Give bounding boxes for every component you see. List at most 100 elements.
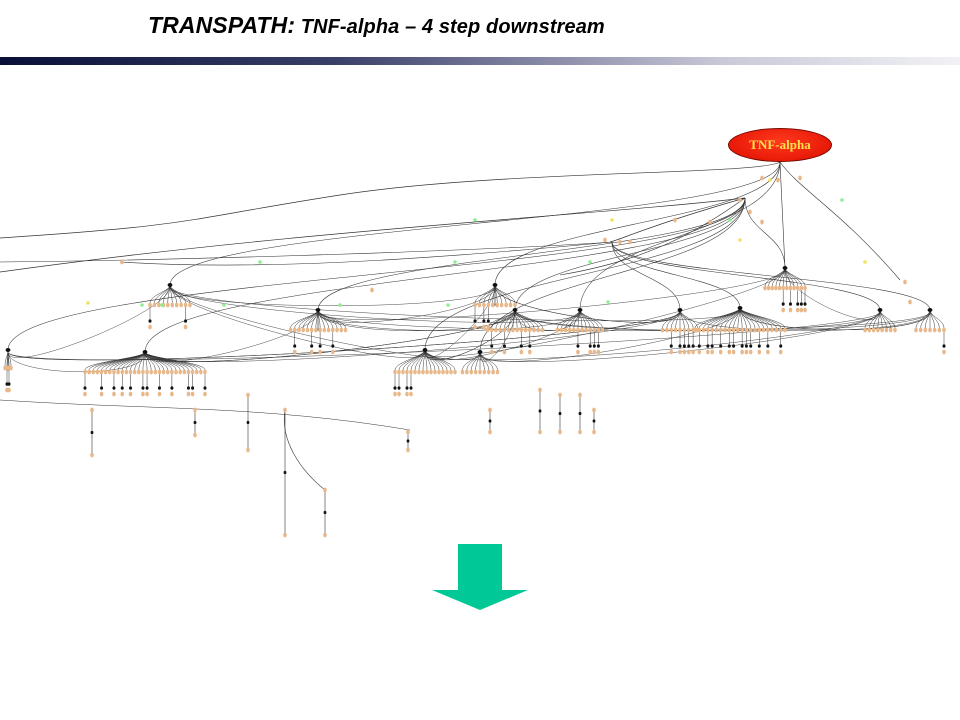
edge <box>317 311 516 331</box>
graph-node <box>760 219 764 225</box>
graph-node <box>669 327 674 333</box>
graph-node <box>515 327 519 333</box>
graph-node <box>766 285 771 291</box>
graph-node <box>393 391 397 397</box>
graph-node <box>718 349 723 355</box>
graph-node <box>578 429 582 435</box>
graph-node <box>511 327 515 333</box>
graph-node <box>429 369 433 375</box>
graph-node <box>519 349 524 355</box>
graph-node <box>293 344 297 348</box>
graph-node <box>283 407 287 413</box>
graph-node <box>405 386 409 390</box>
graph-node <box>422 348 428 352</box>
graph-node <box>592 344 596 348</box>
graph-node <box>489 349 494 355</box>
graph-node <box>669 349 674 355</box>
graph-node <box>588 327 593 333</box>
graph-node <box>596 327 601 333</box>
graph-node <box>740 327 744 333</box>
edge <box>494 161 781 286</box>
graph-node <box>482 319 486 323</box>
graph-node <box>877 308 883 312</box>
graph-node <box>112 386 116 390</box>
arrow-down-shape <box>432 544 528 610</box>
edge <box>283 409 326 491</box>
graph-node <box>482 369 487 375</box>
graph-node <box>538 387 542 393</box>
graph-node <box>918 327 923 333</box>
edge <box>7 311 881 361</box>
graph-node <box>488 407 492 413</box>
edge <box>169 286 741 321</box>
graph-node <box>157 302 161 308</box>
graph-node <box>116 369 120 375</box>
graph-node <box>152 302 157 308</box>
graph-node <box>555 327 560 333</box>
node-layer <box>3 175 946 538</box>
graph-node <box>170 391 174 397</box>
graph-node <box>528 327 532 333</box>
graph-node <box>513 302 517 308</box>
graph-node <box>90 452 94 458</box>
root-node[interactable]: TNF-alpha <box>728 128 832 162</box>
graph-node <box>453 260 457 264</box>
edge <box>579 309 599 329</box>
graph-node <box>186 369 191 375</box>
graph-node <box>322 327 327 333</box>
edge <box>424 311 881 361</box>
graph-node <box>519 327 524 333</box>
edge <box>119 241 613 266</box>
graph-node <box>723 327 727 333</box>
graph-node <box>738 197 742 203</box>
graph-node <box>728 218 732 222</box>
graph-node <box>413 369 417 375</box>
graph-node <box>588 260 592 264</box>
graph-node <box>145 386 149 390</box>
graph-node <box>731 349 736 355</box>
edge <box>317 286 496 323</box>
graph-node <box>779 344 783 348</box>
graph-node <box>796 302 800 306</box>
graph-node <box>532 327 536 333</box>
graph-node <box>5 348 11 352</box>
edge <box>611 241 881 311</box>
graph-node <box>914 327 918 333</box>
graph-node <box>246 420 250 425</box>
graph-node <box>673 327 678 333</box>
graph-node <box>781 285 785 291</box>
graph-node <box>512 308 518 312</box>
graph-node <box>785 285 789 291</box>
graph-node <box>577 308 583 312</box>
graph-node <box>397 369 401 375</box>
graph-node <box>323 487 327 493</box>
edge <box>579 161 781 311</box>
graph-node <box>473 324 477 330</box>
graph-node <box>288 327 293 333</box>
graph-node <box>499 302 504 308</box>
edge <box>609 197 746 243</box>
graph-node <box>927 308 933 312</box>
graph-node <box>120 391 125 397</box>
graph-node <box>193 432 197 438</box>
graph-node <box>405 391 409 397</box>
graph-node <box>727 344 731 348</box>
graph-node <box>596 349 601 355</box>
graph-node <box>83 391 87 397</box>
edge <box>317 309 346 329</box>
graph-node <box>112 369 116 375</box>
graph-node <box>588 344 592 348</box>
graph-node <box>190 369 195 375</box>
graph-node <box>473 319 477 323</box>
graph-node <box>937 327 942 333</box>
graph-node <box>665 327 669 333</box>
graph-node <box>7 387 11 393</box>
graph-node <box>397 391 401 397</box>
graph-node <box>179 302 183 308</box>
graph-node <box>129 386 133 390</box>
graph-node <box>100 386 104 390</box>
edge <box>7 197 746 351</box>
edge <box>317 269 786 320</box>
graph-node <box>678 349 682 355</box>
edge <box>424 197 746 351</box>
